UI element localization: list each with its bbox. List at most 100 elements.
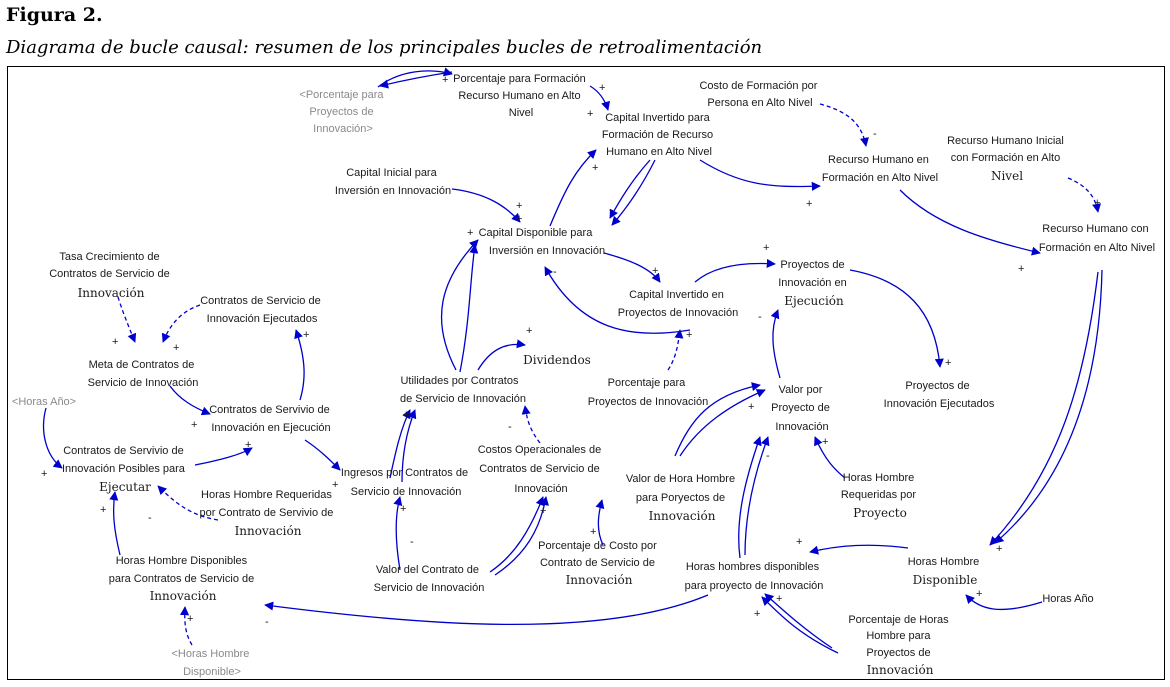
polarity-sign: +	[945, 357, 951, 369]
node-meta-contratos: Meta de Contratos de Servicio de Innovac…	[88, 359, 199, 389]
node-porcentaje-horas: Porcentaje de Horas Hombre para Proyecto…	[848, 614, 951, 677]
node-capital-inicial: Capital Inicial para Inversión en Innova…	[335, 167, 451, 197]
node-rh-formado: Recurso Humano con Formación en Alto Niv…	[1039, 223, 1155, 254]
link	[494, 496, 550, 576]
link	[42, 407, 63, 469]
figure-number: Figura 2.	[6, 4, 103, 26]
polarity-sign: +	[516, 200, 522, 212]
polarity-sign: +	[187, 613, 193, 625]
link	[389, 409, 411, 479]
polarity-sign: -	[410, 536, 414, 548]
node-porcentaje-proyectos: Porcentaje para Proyectos de Innovación	[588, 377, 708, 408]
polarity-sign: +	[526, 325, 532, 337]
link	[451, 188, 521, 223]
link	[809, 544, 909, 555]
node-porcentaje-costo: Porcentaje de Costo por Contrato de Serv…	[538, 540, 660, 587]
polarity-sign: +	[303, 329, 309, 341]
node-valor-contrato: Valor del Contrato de Servicio de Innova…	[374, 564, 485, 594]
polarity-sign: +	[806, 198, 812, 210]
polarity-sign: +	[112, 336, 118, 348]
link	[264, 594, 709, 626]
node-rh-en-formacion: Recurso Humano en Formación en Alto Nive…	[822, 154, 938, 184]
polarity-sign: +	[590, 526, 596, 538]
link	[294, 329, 305, 401]
node-ref-porcentaje-proyectos: <Porcentaje para Proyectos de Innovación…	[299, 89, 386, 135]
link	[744, 436, 770, 556]
diagram-nodes: <Porcentaje para Proyectos de Innovación…	[12, 73, 1155, 678]
link	[609, 159, 651, 219]
polarity-sign: +	[173, 342, 179, 354]
node-tasa-crecimiento: Tasa Crecimiento de Contratos de Servici…	[49, 251, 173, 300]
polarity-sign: +	[652, 265, 658, 277]
link	[379, 71, 453, 89]
link	[304, 439, 341, 471]
node-valor-hora-hombre: Valor de Hora Hombre para Poryectos de I…	[626, 473, 738, 523]
link	[679, 389, 766, 457]
polarity-sign: -	[553, 266, 557, 278]
node-porcentaje-formacion: Porcentaje para Formación Recurso Humano…	[453, 73, 589, 119]
link	[440, 239, 479, 371]
node-rh-inicial: Recurso Humano Inicial con Formación en …	[947, 135, 1067, 183]
node-costo-formacion: Costo de Formación por Persona en Alto N…	[699, 80, 820, 109]
polarity-sign: +	[1018, 263, 1024, 275]
polarity-sign: +	[41, 468, 47, 480]
polarity-sign: +	[996, 543, 1002, 555]
link	[699, 159, 821, 191]
polarity-sign: +	[754, 608, 760, 620]
link	[667, 329, 684, 371]
node-horas-disponibles-proyecto: Horas hombres disponibles para proyecto …	[685, 561, 824, 592]
node-horas-requeridas-contrato: Horas Hombre Requeridas por Contrato de …	[200, 489, 337, 538]
polarity-sign: -	[873, 128, 877, 140]
link	[521, 405, 541, 444]
link	[674, 382, 761, 457]
polarity-sign: +	[403, 409, 409, 421]
node-dividendos: Dividendos	[523, 353, 591, 367]
link	[393, 496, 403, 571]
polarity-sign: +	[516, 213, 522, 225]
polarity-sign: +	[332, 479, 338, 491]
polarity-sign: -	[508, 421, 512, 433]
node-ref-horas-ano: <Horas Año>	[12, 396, 76, 408]
polarity-sign: -	[609, 204, 613, 216]
node-horas-disponibles-contratos: Horas Hombre Disponibles para Contratos …	[109, 555, 258, 603]
figure-caption: Diagrama de bucle causal: resumen de los…	[6, 37, 763, 58]
link	[738, 436, 762, 559]
link	[1067, 177, 1102, 213]
node-horas-disponible: Horas Hombre Disponible	[908, 556, 983, 587]
polarity-sign: -	[148, 512, 152, 524]
polarity-sign: +	[100, 504, 106, 516]
causal-links	[42, 67, 1103, 654]
node-capital-invertido-formacion: Capital Invertido para Formación de Recu…	[602, 112, 716, 158]
link	[459, 244, 479, 373]
polarity-sign: +	[191, 419, 197, 431]
polarity-sign: +	[686, 329, 692, 341]
polarity-sign: +	[976, 588, 982, 600]
polarity-sign: +	[587, 108, 593, 120]
node-proyectos-ejecutados: Proyectos de Innovación Ejecutados	[884, 380, 995, 410]
polarity-sign: +	[442, 74, 448, 86]
link	[603, 252, 661, 283]
polarity-sign: +	[599, 82, 605, 94]
polarity-sign: +	[763, 242, 769, 254]
diagram-frame	[7, 66, 1165, 680]
node-valor-proyecto: Valor por Proyecto de Innovación	[771, 384, 833, 433]
node-costos-operacionales: Costos Operacionales de Contratos de Ser…	[478, 444, 605, 495]
link	[169, 385, 211, 416]
link	[180, 606, 193, 646]
polarity-signs: + + + - + + + + + + + - + + - + + + + + …	[41, 74, 1100, 628]
link	[477, 339, 526, 371]
polarity-sign: +	[776, 593, 782, 605]
polarity-sign: -	[766, 450, 770, 462]
link	[194, 447, 253, 466]
link	[899, 189, 1041, 256]
polarity-sign: +	[467, 227, 473, 239]
link	[595, 499, 605, 546]
node-ref-horas-disponible: <Horas Hombre Disponible>	[171, 648, 252, 678]
link	[117, 296, 137, 343]
polarity-sign: +	[822, 436, 828, 448]
link	[764, 593, 833, 649]
node-contratos-ejecucion: Contratos de Servivio de Innovación en E…	[209, 404, 333, 434]
node-contratos-ejecutados: Contratos de Servicio de Innovación Ejec…	[200, 295, 324, 325]
link	[770, 309, 781, 379]
link	[489, 496, 545, 573]
